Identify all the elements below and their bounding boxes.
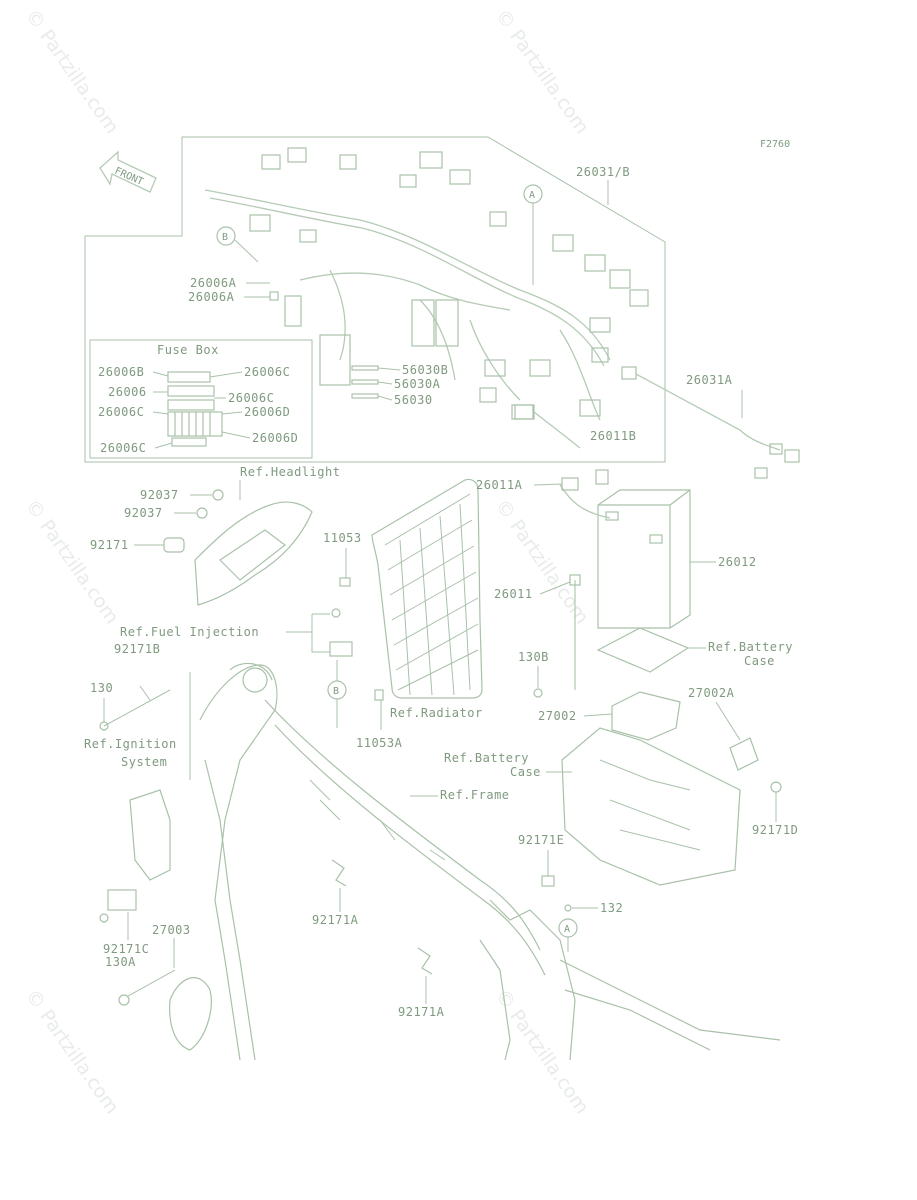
svg-text:56030B: 56030B <box>402 363 448 377</box>
watermark: © Partzilla.com <box>21 985 123 1118</box>
watermark: © Partzilla.com <box>491 495 593 628</box>
svg-text:11053: 11053 <box>323 531 362 545</box>
front-arrow-icon: FRONT <box>99 150 157 193</box>
callout-b-top: B <box>216 226 259 263</box>
front-label: FRONT <box>113 166 145 188</box>
radiator-labels: 11053 Ref.Radiator 11053A <box>323 531 483 750</box>
svg-text:System: System <box>121 755 167 769</box>
ecu-drawing <box>611 691 759 771</box>
sub-harness-26031a-drawing <box>621 366 800 479</box>
svg-text:132: 132 <box>600 901 623 915</box>
frame-labels: 130 Ref.Ignition System Ref.Frame 92171E… <box>84 672 623 1019</box>
battery-case-drawing <box>561 727 782 886</box>
svg-text:27002A: 27002A <box>688 686 735 700</box>
svg-text:130A: 130A <box>105 955 136 969</box>
svg-text:11053A: 11053A <box>356 736 403 750</box>
lead-26011b-drawing <box>511 404 581 449</box>
callout-a-bottom: A <box>558 918 578 952</box>
fuse-box-title: Fuse Box <box>157 343 219 357</box>
svg-text:26031A: 26031A <box>686 373 733 387</box>
svg-text:92171B: 92171B <box>114 642 160 656</box>
svg-text:Ref.Frame: Ref.Frame <box>440 788 510 802</box>
svg-text:26006D: 26006D <box>244 405 290 419</box>
svg-text:Ref.Headlight: Ref.Headlight <box>240 465 340 479</box>
svg-text:26011B: 26011B <box>590 429 636 443</box>
svg-text:27002: 27002 <box>538 709 577 723</box>
battery-case-ref-1: Ref.Battery <box>708 640 793 654</box>
watermark: © Partzilla.com <box>491 5 593 138</box>
svg-text:A: A <box>529 190 535 201</box>
svg-text:B: B <box>222 232 228 243</box>
svg-text:26006C: 26006C <box>244 365 290 379</box>
figure-code: F2760 <box>760 139 790 150</box>
svg-text:26006B: 26006B <box>98 365 144 379</box>
svg-text:A: A <box>564 924 570 935</box>
svg-text:Ref.Ignition: Ref.Ignition <box>84 737 177 751</box>
radiator-drawing <box>371 478 483 699</box>
svg-text:27003: 27003 <box>152 923 191 937</box>
top-labels: 26031/B 26006A 26006A 26006B 26006 26006… <box>98 165 743 455</box>
part-92171d: 92171D <box>752 823 798 837</box>
headlight-labels: Ref.Headlight 92037 92037 92171 <box>90 465 340 552</box>
fuel-injection-labels: Ref.Fuel Injection 92171B <box>114 608 353 657</box>
svg-text:56030: 56030 <box>394 393 433 407</box>
battery-case-ref-2: Ref.Battery <box>444 751 529 765</box>
svg-text:Ref.Radiator: Ref.Radiator <box>390 706 483 720</box>
svg-text:92171: 92171 <box>90 538 129 552</box>
svg-text:26006: 26006 <box>108 385 147 399</box>
battery-drawing <box>533 469 691 698</box>
svg-text:130: 130 <box>90 681 113 695</box>
battery-case-top-drawing <box>596 627 706 673</box>
svg-text:26011A: 26011A <box>476 478 523 492</box>
svg-text:92171A: 92171A <box>312 913 359 927</box>
svg-text:26006A: 26006A <box>188 290 235 304</box>
svg-text:26012: 26012 <box>718 555 757 569</box>
watermark: © Partzilla.com <box>21 495 123 628</box>
battery-labels: 26011A 26012 26011 130B <box>476 478 757 688</box>
svg-text:26031/B: 26031/B <box>576 165 630 179</box>
harness-boundary <box>84 136 666 463</box>
watermark: © Partzilla.com <box>21 5 123 138</box>
svg-text:B: B <box>333 686 339 697</box>
svg-text:26006A: 26006A <box>190 276 237 290</box>
svg-text:92171C: 92171C <box>103 942 149 956</box>
svg-text:26006C: 26006C <box>100 441 146 455</box>
svg-text:130B: 130B <box>518 650 549 664</box>
callout-a-top: A <box>523 184 543 285</box>
fuse-box-drawing <box>167 371 223 447</box>
svg-text:92037: 92037 <box>140 488 179 502</box>
fuse-box-frame <box>89 339 313 459</box>
headlight-bracket-drawing <box>163 489 313 606</box>
ecu-labels: 27002 27002A <box>538 686 741 741</box>
svg-text:26006D: 26006D <box>252 431 298 445</box>
svg-text:92037: 92037 <box>124 506 163 520</box>
svg-text:26011: 26011 <box>494 587 533 601</box>
svg-text:92171A: 92171A <box>398 1005 445 1019</box>
frame-drawing <box>99 662 781 1061</box>
watermark: © Partzilla.com <box>491 985 593 1118</box>
battery-case-ref-2b: Case <box>510 765 541 779</box>
svg-text:26006C: 26006C <box>228 391 274 405</box>
battery-case-ref-1b: Case <box>744 654 775 668</box>
relay-group-drawing <box>351 365 379 399</box>
svg-text:56030A: 56030A <box>394 377 441 391</box>
svg-text:92171E: 92171E <box>518 833 564 847</box>
svg-text:Ref.Fuel Injection: Ref.Fuel Injection <box>120 625 259 639</box>
callout-b-mid: B <box>327 660 347 728</box>
svg-text:26006C: 26006C <box>98 405 144 419</box>
